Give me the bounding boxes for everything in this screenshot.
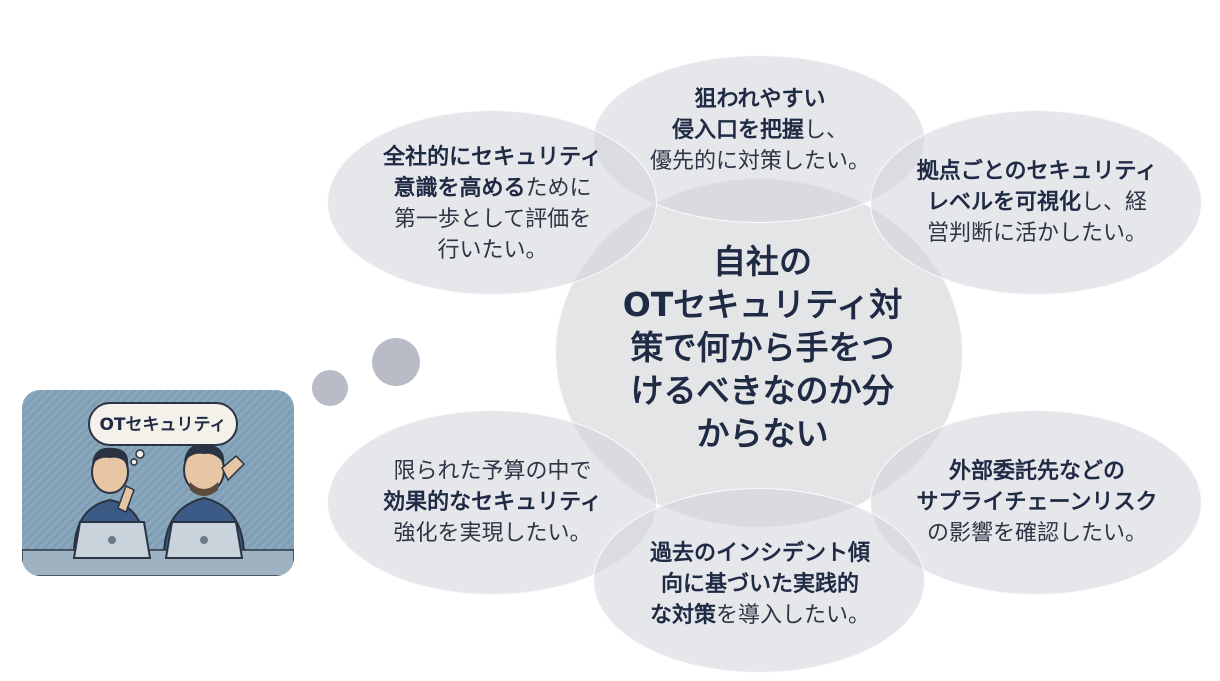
thought-bubble-medium [312, 370, 348, 406]
need-upper-right-rest: し、経 営判断に活かしたい。 [926, 190, 1148, 246]
need-lower-left: 限られた予算の中で 効果的なセキュリティ 強化を実現したい。 [335, 456, 650, 549]
thought-bubble-large [372, 338, 420, 386]
center-line: 策で何から手をつ [630, 328, 895, 367]
need-upper-left-bold: 全社的にセキュリティ 意識を高める [383, 145, 602, 201]
center-line: からない [696, 414, 829, 453]
need-lower-right: 外部委託先などの サプライチェーンリスク の影響を確認したい。 [878, 456, 1196, 549]
thought-label: OTセキュリティ [88, 402, 238, 446]
center-line: 自社の [713, 242, 812, 281]
need-top-rest: し、 優先的に対策したい。 [649, 118, 870, 174]
lower-right-ellipse [870, 410, 1202, 595]
bottom-ellipse [593, 488, 925, 673]
need-top-bold: 狙われやすい 侵入口を把握 [671, 87, 826, 143]
engineers-icon [22, 443, 294, 576]
worried-engineers-illustration: OTセキュリティ [22, 390, 294, 576]
need-lower-left-bold: 効果的なセキュリティ [383, 490, 602, 515]
upper-left-ellipse [327, 110, 657, 295]
need-bottom-bold: 過去のインシデント傾 向に基づいた実践的 な対策 [649, 541, 870, 628]
need-top: 狙われやすい 侵入口を把握し、 優先的に対策したい。 [600, 84, 920, 177]
center-title: 自社の OTセキュリティ対 策で何から手をつ けるべきなのか分 からない [585, 240, 940, 455]
need-upper-right-bold: 拠点ごとのセキュリティ レベルを可視化 [916, 159, 1158, 215]
need-lower-right-bold: 外部委託先などの サプライチェーンリスク [916, 459, 1158, 515]
need-lower-left-rest: 強化を実現したい。 [393, 521, 592, 546]
center-line: けるべきなのか分 [630, 371, 895, 410]
need-bottom-rest: を導入したい。 [716, 603, 871, 628]
need-upper-left-rest: ために 第一歩として評価を 行いたい。 [393, 176, 592, 263]
upper-right-ellipse [870, 110, 1202, 295]
center-line: OTセキュリティ対 [622, 285, 903, 324]
need-lower-left-pre: 限られた予算の中で [393, 459, 592, 484]
need-upper-right: 拠点ごとのセキュリティ レベルを可視化し、経 営判断に活かしたい。 [878, 156, 1196, 249]
need-lower-right-rest: の影響を確認したい。 [926, 521, 1147, 546]
need-bottom: 過去のインシデント傾 向に基づいた実践的 な対策を導入したい。 [600, 538, 920, 631]
need-upper-left: 全社的にセキュリティ 意識を高めるために 第一歩として評価を 行いたい。 [335, 142, 650, 266]
